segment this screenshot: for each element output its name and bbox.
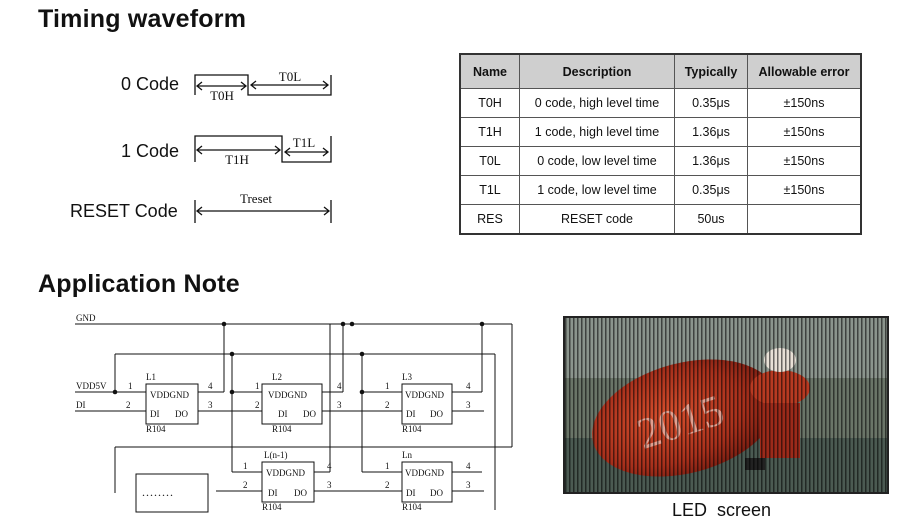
t1h-label: T1H [225, 152, 249, 167]
cell-name: T1L [459, 175, 520, 205]
chip-ln1-label: L(n-1) [264, 450, 288, 460]
table-row: T1H 1 code, high level time 1.36μs ±150n… [459, 117, 862, 147]
cell-error: ±150ns [747, 88, 862, 118]
table-header-row: Name Description Typically Allowable err… [459, 53, 862, 89]
cell-name: T0H [459, 88, 520, 118]
pin-number: 2 [385, 400, 390, 410]
cell-name: T1H [459, 117, 520, 147]
one-code-label: 1 Code [121, 141, 180, 161]
chip-l1-vddgnd: VDDGND [150, 390, 189, 400]
cell-error: ±150ns [747, 117, 862, 147]
chip-ln-vddgnd: VDDGND [405, 468, 444, 478]
cell-description: RESET code [519, 204, 675, 235]
timing-waveforms: T0H T0L T1H T1L Treset [194, 69, 332, 223]
ellipsis-text: ........ [142, 485, 174, 499]
zero-code-waveform [194, 74, 332, 96]
application-title: Application Note [38, 270, 240, 298]
cell-typical: 1.36μs [674, 146, 748, 176]
cell-typical: 1.36μs [674, 117, 748, 147]
table-row: T0H 0 code, high level time 0.35μs ±150n… [459, 88, 862, 118]
cell-name: T0L [459, 146, 520, 176]
chip-l1-resistor: R104 [146, 424, 166, 434]
zero-code-label: 0 Code [121, 74, 180, 94]
pin-number: 4 [337, 381, 342, 391]
chip-l2-vddgnd: VDDGND [268, 390, 307, 400]
pin-number: 2 [126, 400, 131, 410]
chip-l2-di: DI [278, 409, 288, 419]
chip-ln-di: DI [406, 488, 416, 498]
reset-waveform [194, 200, 332, 223]
cell-error [747, 204, 862, 235]
chip-ln1-resistor: R104 [262, 502, 282, 512]
cell-description: 0 code, low level time [519, 146, 675, 176]
pin-number: 3 [208, 400, 213, 410]
led-screen-image: 2015 [565, 318, 887, 492]
pin-number: 1 [243, 461, 248, 471]
table-row: T1L 1 code, low level time 0.35μs ±150ns [459, 175, 862, 205]
header-allowable-error: Allowable error [747, 53, 862, 89]
chip-ln-do: DO [430, 488, 443, 498]
timing-title: Timing waveform [38, 5, 247, 33]
pin-number: 2 [243, 480, 248, 490]
chip-l3-resistor: R104 [402, 424, 422, 434]
chip-ln-label: Ln [402, 450, 412, 460]
chip-l2-label: L2 [272, 372, 282, 382]
cell-name: RES [459, 204, 520, 235]
chip-ln1-vddgnd: VDDGND [266, 468, 305, 478]
timing-spec-table: Name Description Typically Allowable err… [459, 53, 862, 235]
chip-ln1-di: DI [268, 488, 278, 498]
pin-number: 1 [385, 381, 390, 391]
chip-l1-di: DI [150, 409, 160, 419]
cell-description: 0 code, high level time [519, 88, 675, 118]
pin-number: 1 [385, 461, 390, 471]
vdd-label: VDD5V [76, 381, 107, 391]
cell-typical: 0.35μs [674, 175, 748, 205]
application-circuit: GND VDD5V DI L1 VDDGND DI DO R104 1 2 3 … [75, 313, 513, 513]
pin-number: 4 [466, 381, 471, 391]
di-label: DI [76, 400, 86, 410]
table-row: RES RESET code 50us [459, 204, 862, 235]
pin-number: 1 [255, 381, 260, 391]
t1l-label: T1L [293, 135, 315, 150]
header-name: Name [459, 53, 520, 89]
treset-label: Treset [240, 191, 272, 206]
cell-error: ±150ns [747, 175, 862, 205]
pin-number: 2 [385, 480, 390, 490]
chip-l1-do: DO [175, 409, 188, 419]
table-row: T0L 0 code, low level time 1.36μs ±150ns [459, 146, 862, 176]
cell-typical: 50us [674, 204, 748, 235]
pin-number: 4 [327, 461, 332, 471]
chip-l1-label: L1 [146, 372, 156, 382]
pin-number: 3 [466, 400, 471, 410]
reset-code-label: RESET Code [70, 201, 178, 221]
chip-l3-do: DO [430, 409, 443, 419]
led-screen-photo: 2015 [563, 316, 889, 494]
cell-typical: 0.35μs [674, 88, 748, 118]
pin-number: 3 [327, 480, 332, 490]
one-code-waveform [194, 135, 332, 163]
cell-description: 1 code, low level time [519, 175, 675, 205]
pin-number: 3 [466, 480, 471, 490]
chip-l2-do: DO [303, 409, 316, 419]
pin-number: 4 [208, 381, 213, 391]
header-description: Description [519, 53, 675, 89]
t0l-label: T0L [279, 69, 301, 84]
led-screen-caption: LED screen [672, 500, 772, 520]
chip-l3-di: DI [406, 409, 416, 419]
cell-error: ±150ns [747, 146, 862, 176]
header-typically: Typically [674, 53, 748, 89]
pin-number: 1 [128, 381, 133, 391]
chip-ln1-do: DO [294, 488, 307, 498]
gnd-label: GND [76, 313, 96, 323]
chip-ln-resistor: R104 [402, 502, 422, 512]
t0h-label: T0H [210, 88, 234, 103]
chip-l2-resistor: R104 [272, 424, 292, 434]
pin-number: 4 [466, 461, 471, 471]
pin-number: 3 [337, 400, 342, 410]
cell-description: 1 code, high level time [519, 117, 675, 147]
chip-l3-label: L3 [402, 372, 412, 382]
chip-l3-vddgnd: VDDGND [405, 390, 444, 400]
pin-number: 2 [255, 400, 260, 410]
